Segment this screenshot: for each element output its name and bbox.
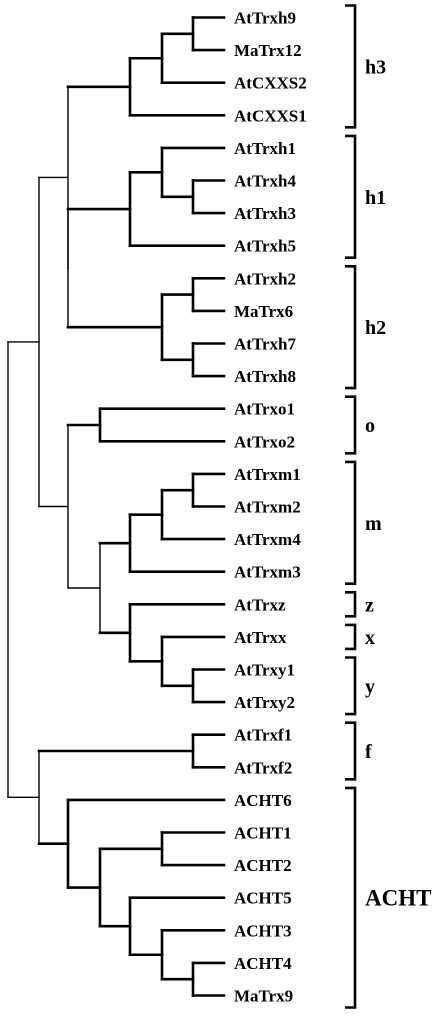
group-bracket [345,591,357,618]
group-bracket [345,721,357,781]
group-label: x [365,627,375,649]
group-bracket [345,134,357,259]
leaf-label: AtTrxz [234,595,286,614]
leaf-label: ACHT3 [234,921,292,940]
group-label: h3 [365,56,386,78]
leaf-label: AtTrxm3 [234,563,301,582]
group-brackets [345,4,357,1009]
leaf-label: AtTrxh1 [234,139,296,158]
group-bracket [345,395,357,455]
leaf-label: ACHT2 [234,856,292,875]
group-label: m [365,513,382,535]
leaf-label: AtTrxh8 [234,367,296,386]
leaf-label: AtTrxm2 [234,498,301,517]
group-label: h1 [365,187,386,209]
leaf-label: MaTrx12 [234,41,302,60]
group-bracket [345,656,357,716]
leaf-label: AtTrxy1 [234,661,295,680]
leaf-label: AtTrxf1 [234,726,292,745]
leaf-label: AtTrxf2 [234,758,292,777]
leaf-label: AtTrxx [234,628,287,647]
group-label: ACHT [365,886,431,911]
leaf-label: ACHT5 [234,889,292,908]
group-bracket [345,460,357,585]
group-label: f [365,741,372,763]
leaf-label: AtTrxh4 [234,172,297,191]
leaf-label: AtTrxh7 [234,335,297,354]
leaf-label: ACHT4 [234,954,292,973]
leaf-label: AtTrxy2 [234,693,295,712]
leaf-label: ACHT1 [234,824,292,843]
leaf-label: MaTrx6 [234,302,293,321]
group-label: y [365,676,375,698]
leaf-label: AtTrxh9 [234,9,296,28]
leaf-label: AtCXXS1 [234,106,307,125]
leaf-label: AtTrxo1 [234,400,295,419]
group-bracket [345,623,357,651]
group-label: h2 [365,317,386,339]
leaf-label: AtTrxh5 [234,237,296,256]
leaf-label: AtTrxo2 [234,432,295,451]
leaf-label: ACHT6 [234,791,292,810]
group-bracket [345,786,357,1009]
leaf-label: AtTrxm1 [234,465,301,484]
leaf-label: AtTrxm4 [234,530,301,549]
leaf-label: AtTrxh3 [234,204,296,223]
group-label: z [365,594,374,616]
leaf-label: MaTrx9 [234,987,293,1006]
group-bracket [345,4,357,129]
tree-branches [7,16,226,997]
group-bracket [345,265,357,390]
leaf-label: AtTrxh2 [234,269,296,288]
group-label: o [365,415,375,437]
leaf-label: AtCXXS2 [234,74,307,93]
leaf-labels: AtTrxh9MaTrx12AtCXXS2AtCXXS1AtTrxh1AtTrx… [234,9,307,1006]
